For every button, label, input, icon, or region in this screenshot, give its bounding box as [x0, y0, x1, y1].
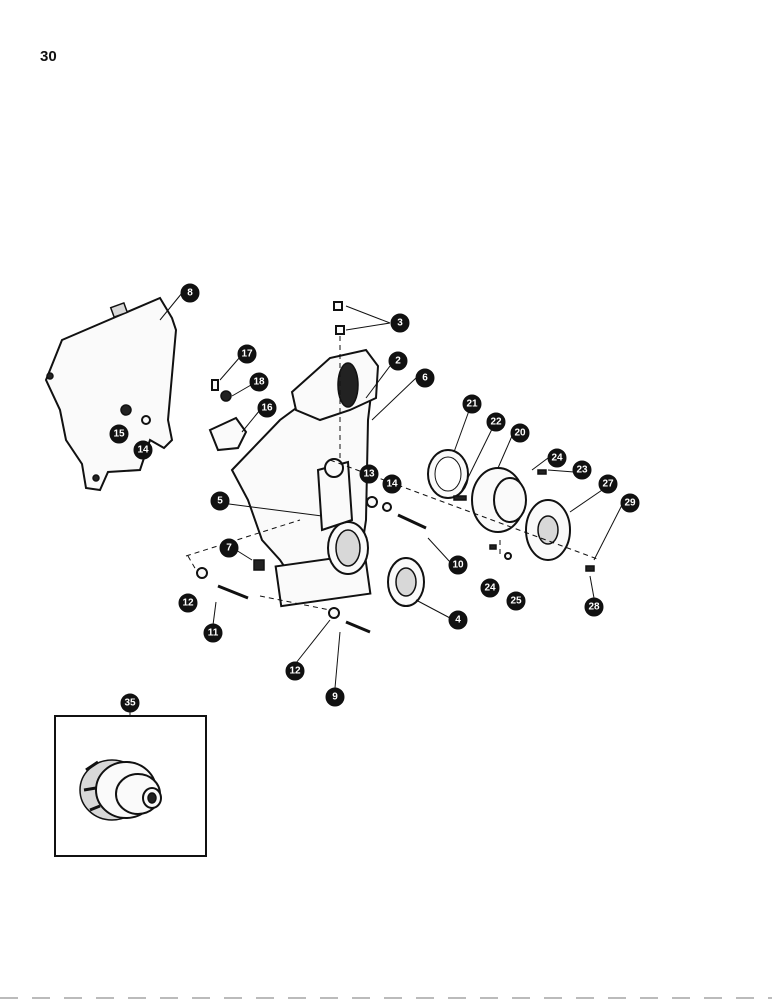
- svg-text:4: 4: [455, 615, 461, 626]
- plug-part: [253, 559, 265, 571]
- hub-part: [471, 467, 527, 533]
- svg-text:18: 18: [253, 377, 265, 388]
- svg-text:7: 7: [226, 543, 232, 554]
- callout-13: 13: [359, 464, 379, 484]
- svg-text:21: 21: [466, 399, 478, 410]
- svg-text:16: 16: [261, 403, 273, 414]
- svg-text:20: 20: [514, 428, 526, 439]
- nut-part: [220, 390, 232, 402]
- front-housing-part: [230, 348, 380, 608]
- callout-17: 17: [237, 344, 257, 364]
- callout-23: 23: [572, 460, 592, 480]
- svg-text:15: 15: [113, 429, 125, 440]
- washer-12a-part: [196, 567, 208, 579]
- washer-part: [366, 496, 378, 508]
- callout-10: 10: [448, 555, 468, 575]
- svg-text:8: 8: [187, 288, 193, 299]
- svg-text:6: 6: [422, 373, 428, 384]
- callout-12-right: 12: [285, 661, 305, 681]
- washer-25-part: [504, 552, 512, 560]
- washer-12b-part: [328, 607, 340, 619]
- callout-7: 7: [219, 538, 239, 558]
- callout-14-lower: 14: [382, 474, 402, 494]
- small-bolt-part: [211, 379, 219, 391]
- callout-12-left: 12: [178, 593, 198, 613]
- callout-28: 28: [584, 597, 604, 617]
- svg-text:24: 24: [551, 453, 563, 464]
- callout-35: 35: [120, 693, 140, 713]
- svg-text:11: 11: [208, 628, 219, 639]
- svg-text:24: 24: [484, 583, 496, 594]
- callout-11: 11: [203, 623, 223, 643]
- svg-text:29: 29: [624, 498, 636, 509]
- svg-text:10: 10: [452, 560, 464, 571]
- gasket-plate-part: [44, 296, 178, 492]
- pulley-part: [525, 499, 571, 561]
- callout-15: 15: [109, 424, 129, 444]
- callout-20: 20: [510, 423, 530, 443]
- callout-27: 27: [598, 474, 618, 494]
- callout-2: 2: [388, 351, 408, 371]
- svg-text:9: 9: [332, 692, 338, 703]
- svg-text:13: 13: [363, 469, 375, 480]
- bolt-11-part: [217, 584, 249, 600]
- inset-box: [54, 712, 207, 857]
- fan-hub-assembly-part: [79, 759, 162, 821]
- callout-8: 8: [180, 283, 200, 303]
- callout-18: 18: [249, 372, 269, 392]
- svg-text:2: 2: [395, 356, 401, 367]
- svg-text:3: 3: [397, 318, 403, 329]
- callout-6: 6: [415, 368, 435, 388]
- svg-text:28: 28: [588, 602, 600, 613]
- retainer-plate-part: [427, 449, 469, 499]
- callout-22: 22: [486, 412, 506, 432]
- callout-5: 5: [210, 491, 230, 511]
- dowel-part-bottom: [335, 325, 345, 335]
- callout-14-upper: 14: [133, 440, 153, 460]
- bolt-28-part: [585, 565, 595, 572]
- svg-text:25: 25: [510, 596, 522, 607]
- callout-4: 4: [448, 610, 468, 630]
- lock-washer-part: [382, 502, 392, 512]
- svg-text:17: 17: [241, 349, 253, 360]
- svg-text:5: 5: [217, 496, 223, 507]
- callout-9: 9: [325, 687, 345, 707]
- key-part: [453, 495, 467, 501]
- callout-24-upper: 24: [547, 448, 567, 468]
- bolt-9-part: [345, 620, 371, 634]
- bolt-24-part: [489, 544, 497, 550]
- callout-24-lower: 24: [480, 578, 500, 598]
- svg-text:14: 14: [137, 445, 149, 456]
- callout-25: 25: [506, 591, 526, 611]
- svg-text:14: 14: [386, 479, 398, 490]
- callout-16: 16: [257, 398, 277, 418]
- svg-text:35: 35: [124, 698, 136, 709]
- svg-text:27: 27: [602, 479, 614, 490]
- svg-text:12: 12: [289, 666, 301, 677]
- page-number: 30: [40, 48, 57, 65]
- bolt-23-part: [537, 469, 547, 475]
- callout-29: 29: [620, 493, 640, 513]
- bracket-part: [208, 416, 248, 452]
- svg-text:23: 23: [576, 465, 588, 476]
- leader-lines: [159, 292, 623, 689]
- svg-text:22: 22: [490, 417, 502, 428]
- dowel-part-top: [333, 301, 343, 311]
- svg-text:12: 12: [182, 598, 194, 609]
- bolt-10-part: [397, 513, 427, 530]
- seal-part: [387, 557, 425, 607]
- callout-3: 3: [390, 313, 410, 333]
- callout-21: 21: [462, 394, 482, 414]
